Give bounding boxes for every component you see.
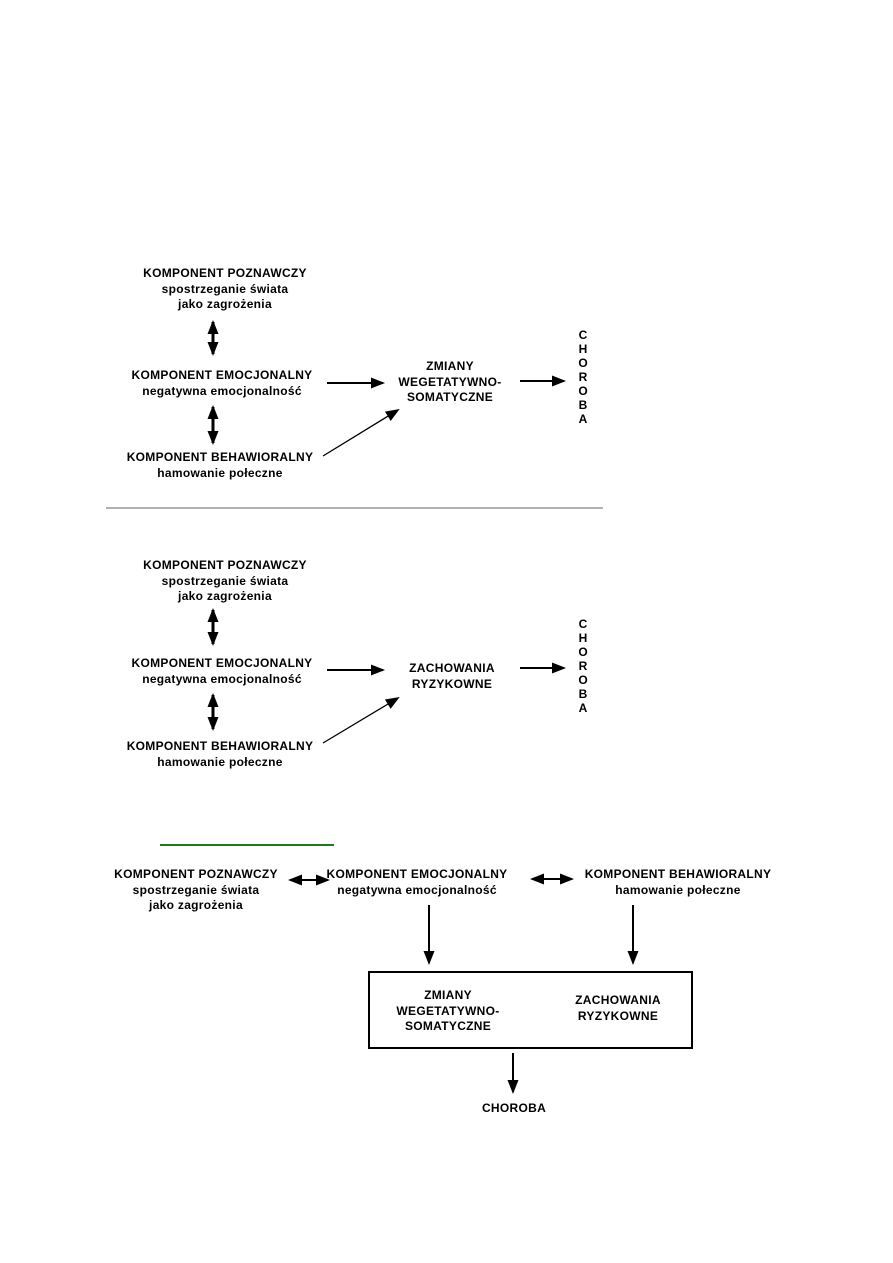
d3-cognitive-sub1: spostrzeganie świata — [132, 882, 260, 897]
d3-behavioral-title: KOMPONENT BEHAWIORALNY — [584, 867, 772, 881]
d3-box-right-label: ZACHOWANIA RYZYKOWNE — [575, 993, 661, 1024]
d3-outcome-label: CHOROBA — [482, 1101, 546, 1117]
d3-cognitive-title: KOMPONENT POZNAWCZY — [114, 867, 278, 881]
d2-outcome-label: CHOROBA — [578, 617, 588, 715]
d2-emotional-title: KOMPONENT EMOCJONALNY — [131, 656, 313, 670]
d3-emotional-title: KOMPONENT EMOCJONALNY — [326, 867, 508, 881]
d1-cognitive-sub2: jako zagrożenia — [178, 297, 272, 311]
d2-cognitive-sub2: jako zagrożenia — [178, 589, 272, 603]
d1-mediator-line1: ZMIANY — [426, 359, 474, 373]
d3-cognitive-component: KOMPONENT POZNAWCZY spostrzeganie świata… — [114, 867, 278, 914]
d3-emotional-sub1: negatywna emocjonalność — [337, 882, 497, 897]
d1-cognitive-title: KOMPONENT POZNAWCZY — [143, 266, 307, 280]
d3-outcome-text: CHOROBA — [481, 1101, 547, 1115]
d2-emotional-component: KOMPONENT EMOCJONALNY negatywna emocjona… — [132, 656, 313, 687]
d3-box-right-line1: ZACHOWANIA — [575, 993, 661, 1007]
d2-behavioral-component: KOMPONENT BEHAWIORALNY hamowanie połeczn… — [127, 739, 314, 770]
d1-emotional-sub1: negatywna emocjonalność — [142, 383, 302, 398]
d3-behavioral-sub1: hamowanie połeczne — [615, 882, 741, 897]
d3-outcomes-box — [368, 971, 693, 1049]
d2-arrow-behavioral-mediator — [322, 696, 400, 744]
d2-cognitive-title: KOMPONENT POZNAWCZY — [143, 558, 307, 572]
d3-box-left-line1: ZMIANY — [424, 988, 472, 1002]
section-divider-green — [160, 844, 334, 846]
d3-cognitive-sub2: jako zagrożenia — [149, 898, 243, 912]
d1-behavioral-component: KOMPONENT BEHAWIORALNY hamowanie połeczn… — [127, 450, 314, 481]
d1-emotional-component: KOMPONENT EMOCJONALNY negatywna emocjona… — [132, 368, 313, 399]
d1-mediator-label: ZMIANY WEGETATYWNO- SOMATYCZNE — [398, 359, 501, 406]
d1-behavioral-title: KOMPONENT BEHAWIORALNY — [126, 450, 314, 464]
d3-box-left-line3: SOMATYCZNE — [404, 1019, 492, 1033]
d1-mediator-line2: WEGETATYWNO- — [398, 374, 502, 389]
d1-mediator-line3: SOMATYCZNE — [406, 390, 494, 404]
d3-box-left-line2: WEGETATYWNO- — [396, 1003, 500, 1018]
d1-emotional-title: KOMPONENT EMOCJONALNY — [131, 368, 313, 382]
d2-behavioral-title: KOMPONENT BEHAWIORALNY — [126, 739, 314, 753]
d1-cognitive-sub1: spostrzeganie świata — [161, 281, 289, 296]
d3-box-left-label: ZMIANY WEGETATYWNO- SOMATYCZNE — [396, 988, 499, 1035]
d1-outcome-label: CHOROBA — [578, 328, 588, 426]
d2-emotional-sub1: negatywna emocjonalność — [142, 671, 302, 686]
d2-cognitive-sub1: spostrzeganie świata — [161, 573, 289, 588]
d1-arrow-behavioral-mediator — [322, 408, 400, 457]
d3-emotional-component: KOMPONENT EMOCJONALNY negatywna emocjona… — [327, 867, 508, 898]
d2-cognitive-component: KOMPONENT POZNAWCZY spostrzeganie świata… — [143, 558, 307, 605]
d1-cognitive-component: KOMPONENT POZNAWCZY spostrzeganie świata… — [143, 266, 307, 313]
d3-behavioral-component: KOMPONENT BEHAWIORALNY hamowanie połeczn… — [585, 867, 772, 898]
d3-box-right-line2: RYZYKOWNE — [577, 1008, 659, 1023]
section-divider-gray — [106, 507, 603, 509]
d2-behavioral-sub1: hamowanie połeczne — [157, 754, 283, 769]
d2-mediator-label: ZACHOWANIA RYZYKOWNE — [409, 661, 495, 692]
d2-mediator-line1: ZACHOWANIA — [409, 661, 495, 675]
d2-mediator-line2: RYZYKOWNE — [411, 676, 493, 691]
d1-behavioral-sub1: hamowanie połeczne — [157, 465, 283, 480]
